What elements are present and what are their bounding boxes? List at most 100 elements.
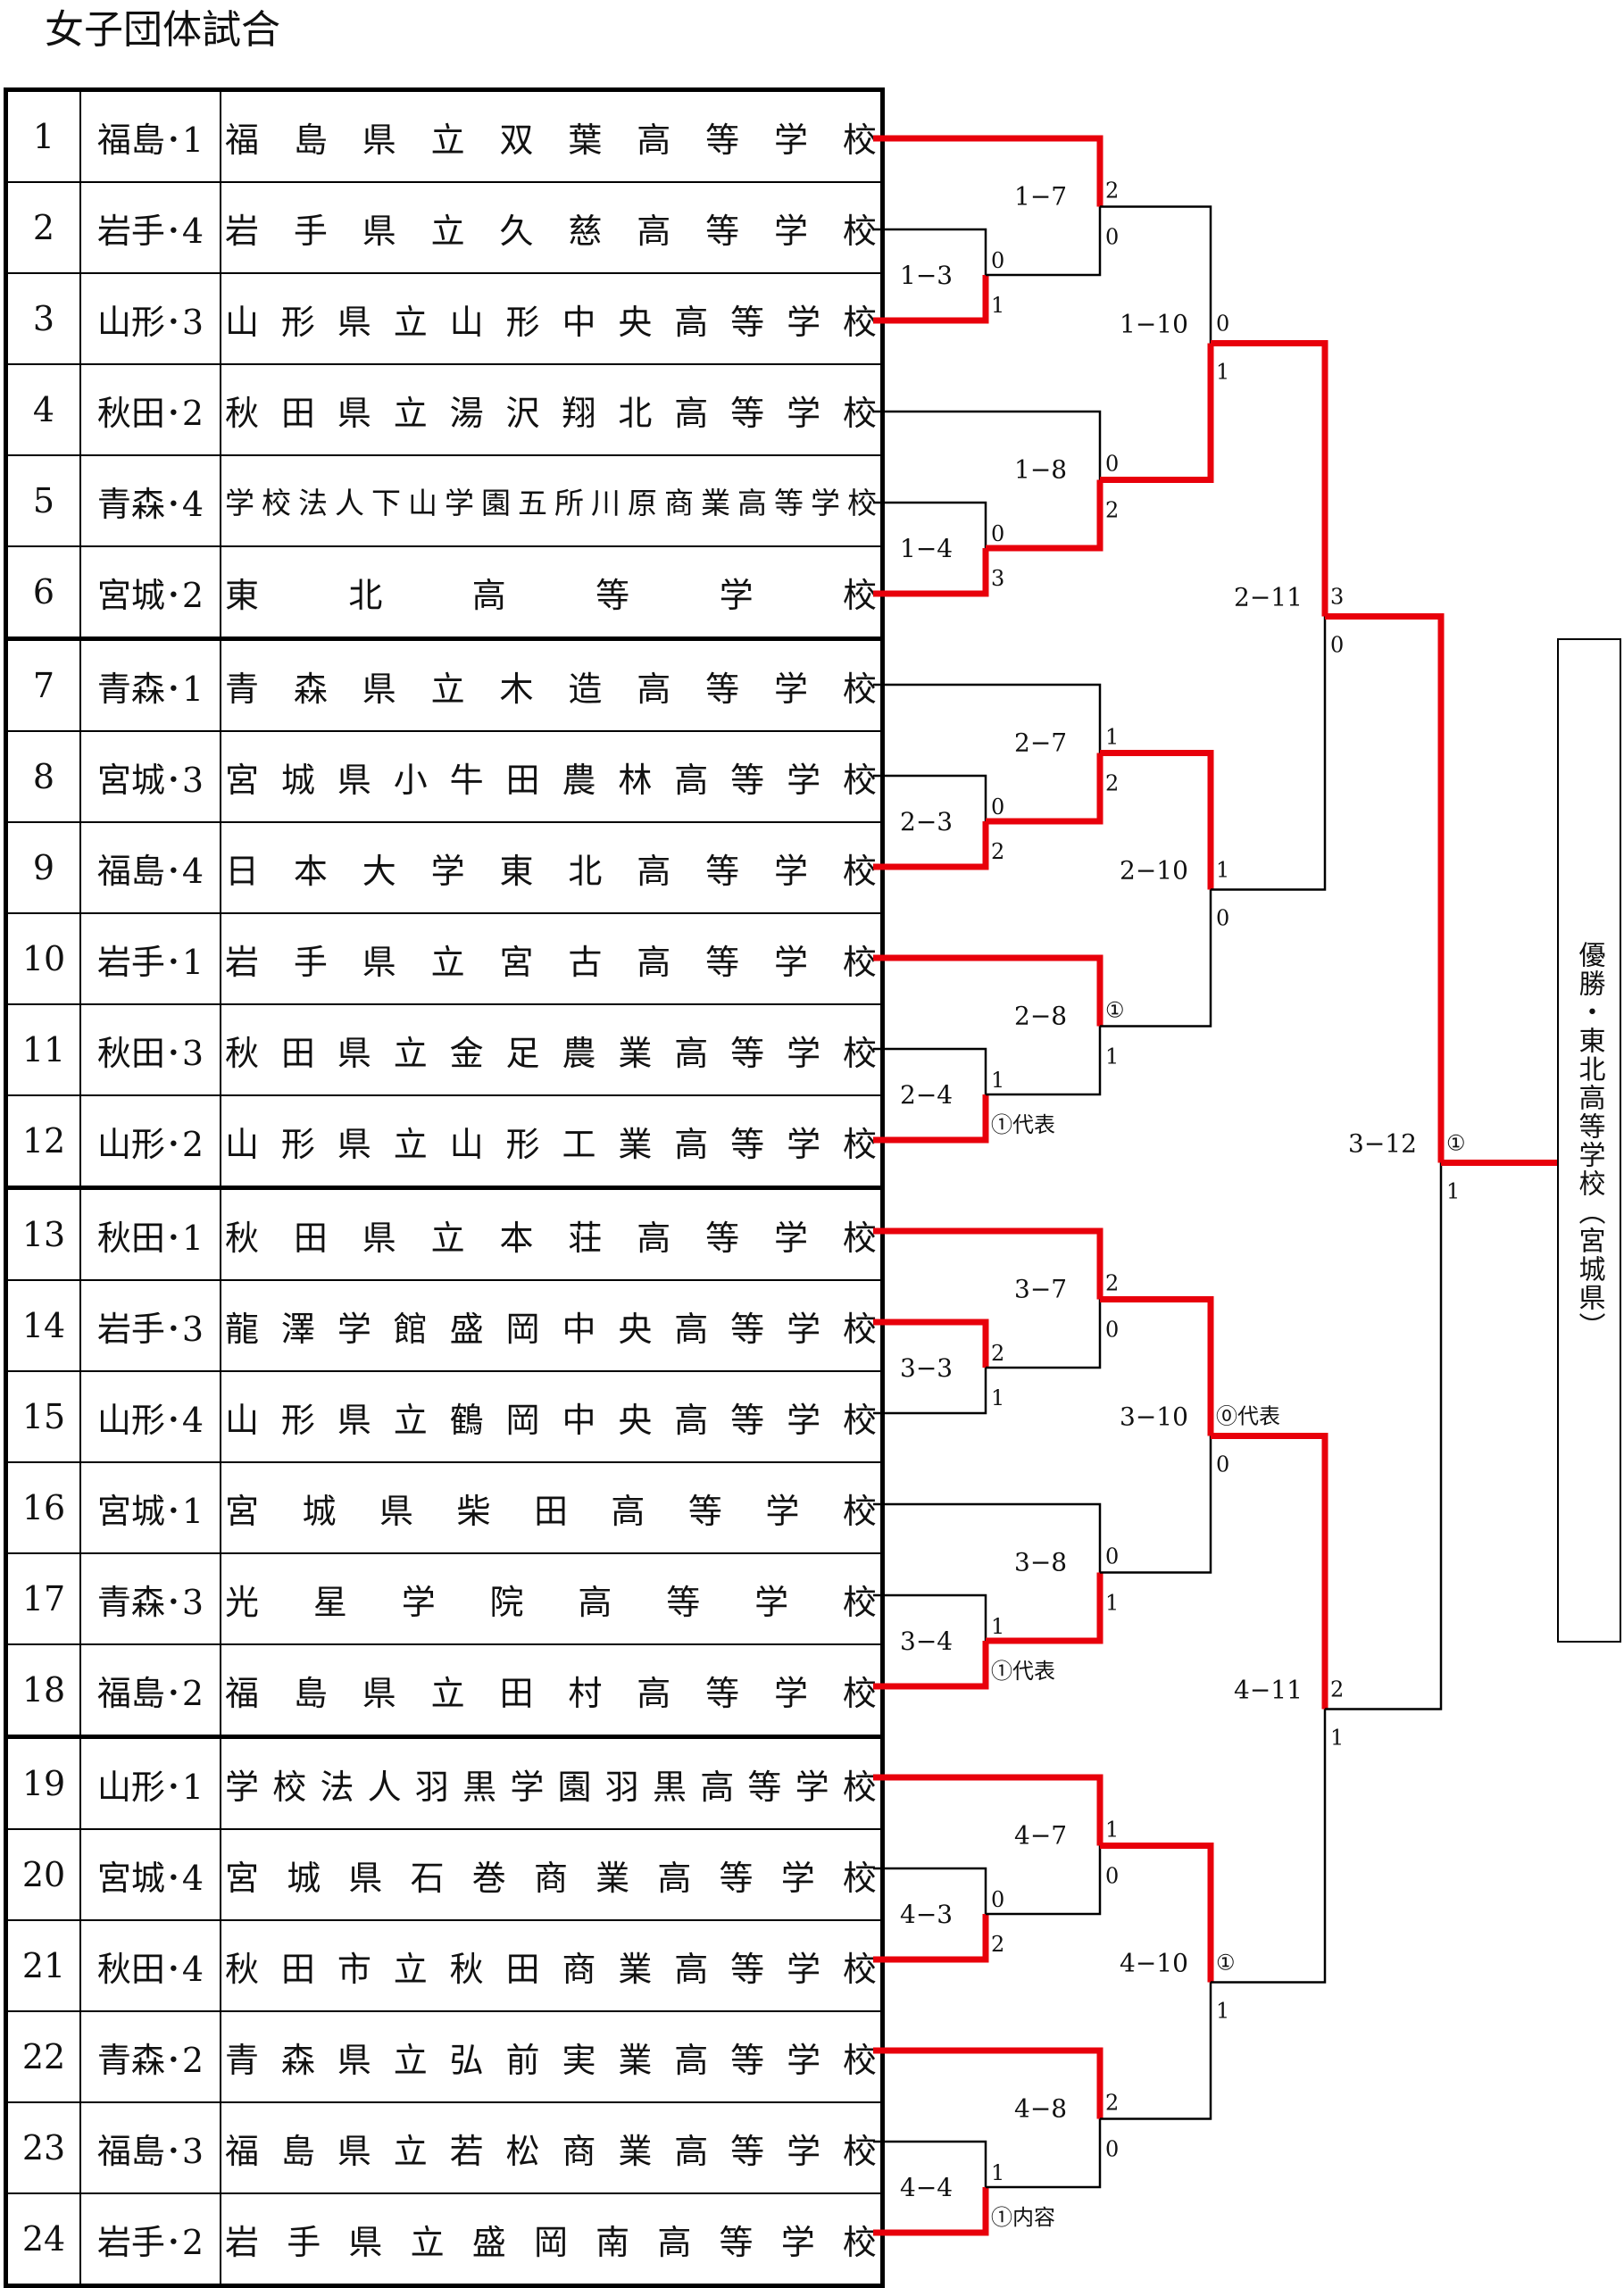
bracket-line bbox=[873, 135, 1103, 207]
champion-box: 優勝・東北高等学校（宮城県） bbox=[1557, 638, 1621, 1643]
bracket-line bbox=[1100, 1435, 1212, 1574]
match-score: 1 bbox=[991, 1068, 1004, 1093]
bracket-line bbox=[873, 1914, 989, 1963]
match-score: 0 bbox=[1105, 452, 1119, 477]
bracket-line bbox=[873, 821, 989, 870]
entry-number: 21 bbox=[4, 1919, 81, 2012]
match-score: 2 bbox=[1105, 1271, 1119, 1296]
match-id-label: 2−8 bbox=[1014, 1002, 1067, 1031]
entry-number: 12 bbox=[4, 1094, 81, 1189]
entry-school: 秋田県立本荘高等学校 bbox=[220, 1186, 884, 1281]
bracket-line bbox=[1211, 616, 1327, 891]
match-id-label: 2−3 bbox=[900, 807, 953, 836]
entry-prefecture: 岩手･4 bbox=[79, 181, 221, 274]
bracket-line bbox=[1100, 205, 1212, 344]
match-id-label: 1−7 bbox=[1014, 182, 1067, 212]
entry-prefecture: 山形･2 bbox=[79, 1094, 221, 1189]
bracket-line bbox=[873, 683, 1102, 753]
entry-prefecture: 秋田･4 bbox=[79, 1919, 221, 2012]
entry-prefecture: 岩手･3 bbox=[79, 1279, 221, 1372]
entry-prefecture: 青森･3 bbox=[79, 1552, 221, 1645]
entry-prefecture: 宮城･4 bbox=[79, 1828, 221, 1921]
bracket-line bbox=[1100, 889, 1212, 1028]
entry-number: 19 bbox=[4, 1735, 81, 1830]
entry-prefecture: 福島･1 bbox=[79, 88, 221, 183]
match-score: ①代表 bbox=[991, 1112, 1055, 1137]
bracket-line bbox=[873, 1593, 987, 1641]
bracket-line bbox=[1100, 343, 1214, 483]
match-score: 2 bbox=[991, 839, 1004, 864]
bracket-line bbox=[873, 1368, 987, 1415]
match-score: 1 bbox=[1216, 858, 1229, 883]
entry-prefecture: 秋田･3 bbox=[79, 1003, 221, 1096]
entry-school: 山形県立山形中央高等学校 bbox=[220, 272, 884, 365]
match-score: 0 bbox=[1216, 1452, 1229, 1477]
bracket-line bbox=[986, 753, 1103, 825]
match-id-label: 4−8 bbox=[1014, 2094, 1067, 2124]
match-id-label: 1−3 bbox=[900, 261, 953, 290]
entry-number: 2 bbox=[4, 181, 81, 274]
match-score: 1 bbox=[1105, 1044, 1119, 1069]
entry-number: 4 bbox=[4, 363, 81, 456]
bracket-line bbox=[873, 228, 987, 275]
entry-number: 15 bbox=[4, 1370, 81, 1463]
match-score: 1 bbox=[1216, 1999, 1229, 2024]
entry-school: 学校法人下山学園五所川原商業高等学校 bbox=[220, 454, 884, 547]
entry-number: 5 bbox=[4, 454, 81, 547]
entry-number: 18 bbox=[4, 1643, 81, 1738]
entry-prefecture: 宮城･1 bbox=[79, 1461, 221, 1554]
match-id-label: 4−11 bbox=[1234, 1676, 1303, 1705]
entry-prefecture: 宮城･3 bbox=[79, 730, 221, 823]
match-id-label: 3−4 bbox=[900, 1627, 953, 1656]
entry-number: 14 bbox=[4, 1279, 81, 1372]
entry-prefecture: 岩手･1 bbox=[79, 912, 221, 1005]
match-id-label: 1−10 bbox=[1120, 310, 1188, 339]
match-id-label: 4−4 bbox=[900, 2173, 953, 2202]
bracket-line bbox=[986, 1572, 1103, 1644]
entry-number: 11 bbox=[4, 1003, 81, 1096]
entry-school: 東北高等学校 bbox=[220, 545, 884, 640]
match-score: 1 bbox=[1105, 1818, 1119, 1843]
bracket-line bbox=[986, 2118, 1102, 2189]
bracket-line bbox=[873, 2047, 1103, 2119]
entry-prefecture: 岩手･2 bbox=[79, 2192, 221, 2287]
entry-prefecture: 秋田･2 bbox=[79, 363, 221, 456]
match-score: ① bbox=[1105, 998, 1125, 1023]
entry-number: 7 bbox=[4, 636, 81, 732]
entry-school: 学校法人羽黒学園羽黒高等学校 bbox=[220, 1735, 884, 1830]
match-score: 0 bbox=[1216, 906, 1229, 931]
entry-school: 岩手県立盛岡南高等学校 bbox=[220, 2192, 884, 2287]
match-score: 0 bbox=[1105, 225, 1119, 250]
bracket-line bbox=[873, 2187, 989, 2236]
entry-number: 17 bbox=[4, 1552, 81, 1645]
entry-school: 日本大学東北高等学校 bbox=[220, 821, 884, 914]
match-score: 3 bbox=[991, 566, 1004, 591]
bracket-line bbox=[873, 1774, 1103, 1846]
match-id-label: 3−8 bbox=[1014, 1548, 1067, 1577]
match-score: 0 bbox=[1330, 633, 1344, 658]
bracket-line bbox=[1325, 1162, 1443, 1710]
match-score: 2 bbox=[991, 1341, 1004, 1366]
entry-school: 秋田県立湯沢翔北高等学校 bbox=[220, 363, 884, 456]
bracket-line bbox=[873, 2140, 987, 2187]
entry-school: 岩手県立久慈高等学校 bbox=[220, 181, 884, 274]
entry-school: 青森県立弘前実業高等学校 bbox=[220, 2010, 884, 2103]
entry-school: 秋田市立秋田商業高等学校 bbox=[220, 1919, 884, 2012]
entry-prefecture: 宮城･2 bbox=[79, 545, 221, 640]
match-score: 3 bbox=[1330, 585, 1344, 610]
match-score: 1 bbox=[1105, 725, 1119, 750]
match-id-label: 2−4 bbox=[900, 1080, 953, 1110]
